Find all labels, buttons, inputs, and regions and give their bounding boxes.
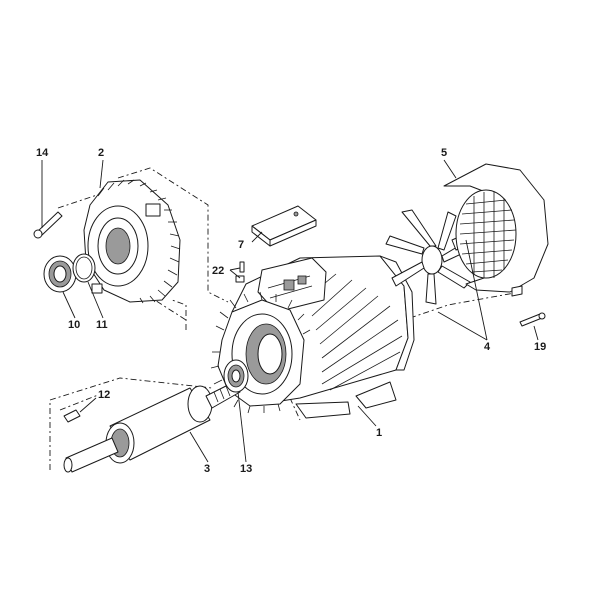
rotor <box>63 381 241 473</box>
callout-7: 7 <box>238 239 244 251</box>
terminal-box-cover <box>251 205 317 247</box>
callout-12: 12 <box>98 389 110 401</box>
callout-11: 11 <box>96 319 108 331</box>
screw-front-shield <box>33 211 63 239</box>
callout-labels: 14 2 5 7 22 10 11 4 19 12 1 3 13 <box>36 147 546 475</box>
bearing-front <box>43 255 77 293</box>
callout-3: 3 <box>204 463 210 475</box>
shaft-key <box>63 409 81 423</box>
callout-13: 13 <box>240 463 252 475</box>
callout-5: 5 <box>441 147 447 159</box>
circlip-front <box>72 253 96 283</box>
callout-10: 10 <box>68 319 80 331</box>
callout-19: 19 <box>534 341 546 353</box>
callout-2: 2 <box>98 147 104 159</box>
bearing-rear <box>223 359 249 393</box>
callout-22: 22 <box>212 265 224 277</box>
screw-fan-cover <box>519 312 546 327</box>
end-shield-front <box>83 179 181 304</box>
fan-cover <box>443 163 549 297</box>
callout-4: 4 <box>484 341 491 353</box>
terminal-screws <box>235 261 245 283</box>
callout-14: 14 <box>36 147 49 159</box>
leader-lines <box>41 159 539 463</box>
callout-1: 1 <box>376 427 382 439</box>
motor-housing <box>210 255 415 419</box>
